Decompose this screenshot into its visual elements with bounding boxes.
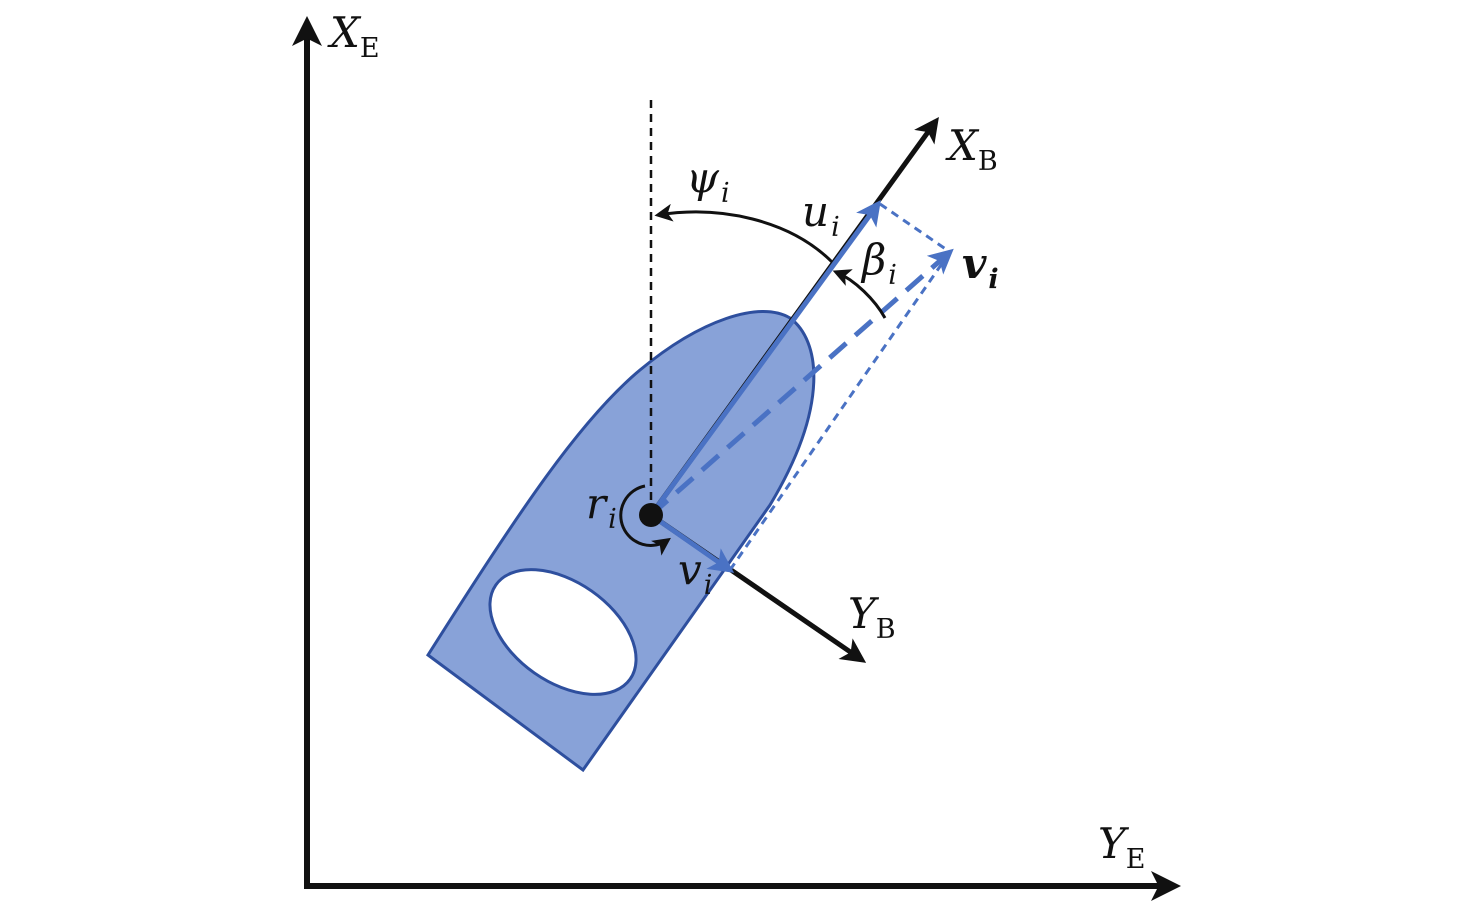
- label-body-x: XB: [945, 121, 998, 177]
- label-body-y: YB: [848, 589, 896, 645]
- vessel-hull: [425, 310, 816, 773]
- psi-angle-arc: [654, 203, 834, 264]
- label-surge: ui: [802, 187, 840, 243]
- label-earth-y: YE: [1098, 819, 1145, 875]
- yaw-rate-arc: [619, 484, 671, 556]
- surge-velocity-vector: [648, 199, 881, 517]
- label-earth-x: XE: [327, 8, 380, 64]
- label-sway: vi: [678, 545, 712, 601]
- sway-velocity-vector: [649, 512, 735, 573]
- label-resultant-velocity: vi: [962, 239, 999, 295]
- parallelogram-side: [728, 251, 952, 571]
- center-of-gravity: [639, 503, 663, 527]
- parallelogram-top: [879, 202, 951, 254]
- label-beta: βi: [860, 235, 897, 291]
- vessel-cabin: [488, 568, 638, 696]
- label-psi: ψi: [686, 153, 730, 209]
- beta-angle-arc: [832, 269, 887, 319]
- label-yaw-rate: ri: [586, 479, 617, 535]
